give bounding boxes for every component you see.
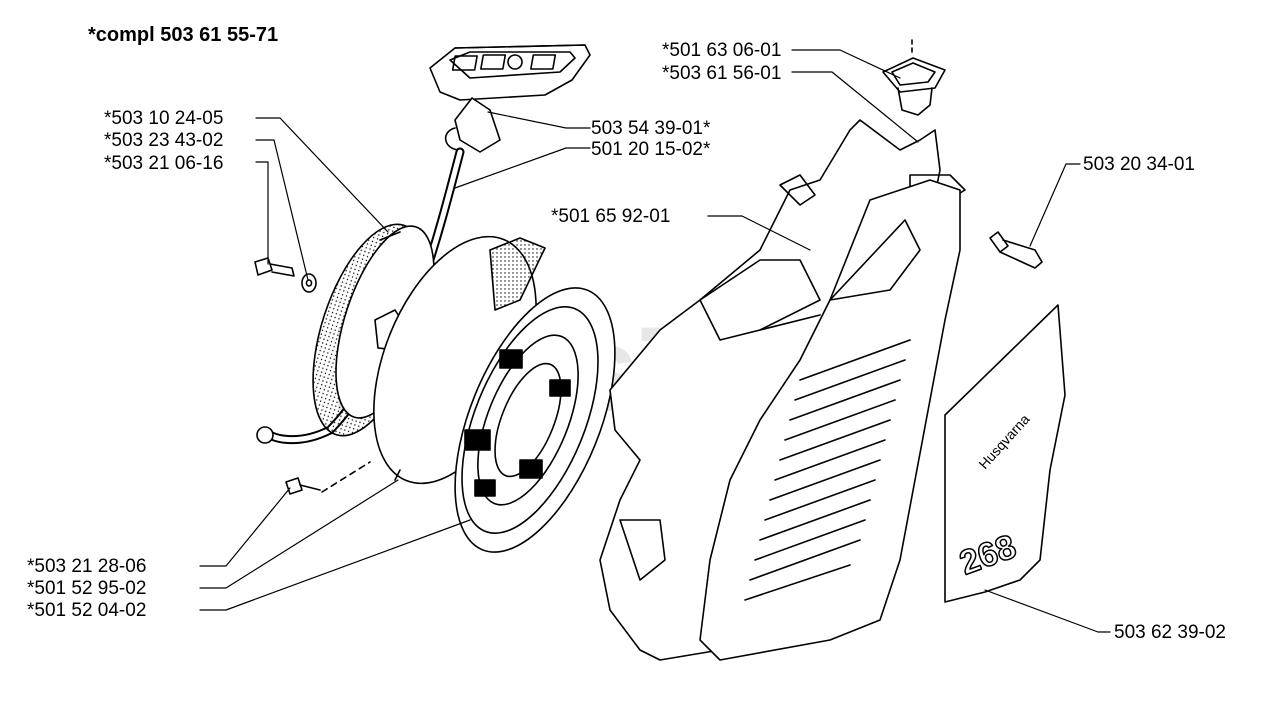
part-label: 503 20 34-01 [1083, 154, 1195, 175]
part-label: 503 54 39-01* [591, 118, 711, 139]
part-label: *501 65 92-01 [551, 206, 671, 227]
part-label: *503 23 43-02 [104, 130, 224, 151]
screw-lower [285, 461, 371, 495]
decal: Husqvarna 268 [944, 304, 1066, 603]
part-label: *503 21 06-16 [104, 153, 224, 174]
assembly-title: *compl 503 61 55-71 [88, 24, 279, 46]
cylinder-cover [699, 179, 961, 661]
part-label: 501 20 15-02* [591, 139, 711, 160]
part-label: *501 63 06-01 [662, 40, 782, 61]
starter-handle [429, 44, 591, 153]
plug-cap [882, 39, 946, 116]
part-label: *503 61 56-01 [662, 63, 782, 84]
part-label: 503 62 39-02 [1114, 622, 1226, 643]
part-label: *501 52 04-02 [27, 600, 147, 621]
screw-upper [254, 257, 295, 277]
part-label: *503 21 28-06 [27, 556, 147, 577]
part-label: *503 10 24-05 [104, 108, 224, 129]
bolt-right [989, 231, 1043, 269]
part-label: *501 52 95-02 [27, 578, 147, 599]
recoil-spring [454, 287, 616, 553]
